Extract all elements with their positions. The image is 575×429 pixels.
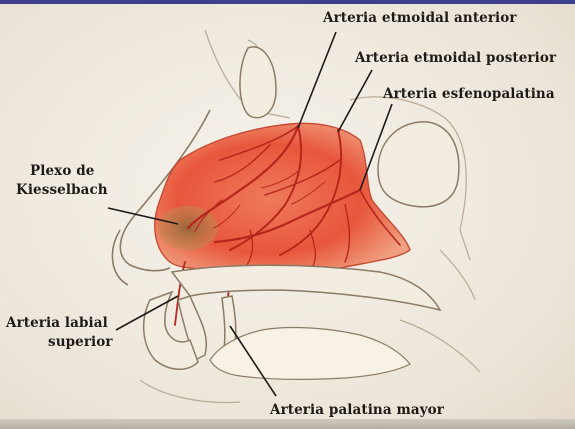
frontal-sinus: [239, 46, 277, 119]
label-etmoidal-posterior: Arteria etmoidal posterior: [355, 50, 557, 66]
leader-lines: [107, 31, 393, 397]
top-frame-bar: [0, 0, 575, 4]
leader-palatina: [229, 325, 277, 397]
label-esfenopalatina: Arteria esfenopalatina: [383, 86, 555, 102]
leader-plexo: [107, 207, 179, 225]
upper-lip: [142, 290, 199, 370]
hard-palate: [170, 264, 442, 362]
label-labial-line1: Arteria labial: [6, 315, 108, 331]
bottom-frame-bar: [0, 419, 575, 429]
leader-etmoidal-anterior: [297, 31, 337, 129]
label-etmoidal-anterior: Arteria etmoidal anterior: [323, 10, 517, 26]
label-labial-superior: Arteria labial superior: [6, 314, 113, 352]
label-palatina-mayor: Arteria palatina mayor: [270, 402, 444, 418]
label-plexo-line1: Plexo de: [30, 163, 95, 179]
vessel-network: [174, 124, 401, 331]
teeth-row: [209, 326, 411, 380]
sphenoid-sinus: [377, 121, 460, 208]
label-labial-line2: superior: [48, 334, 113, 350]
leader-esfenopalatina: [359, 103, 393, 191]
label-plexo-kiesselbach: Plexo de Kiesselbach: [16, 162, 108, 200]
nose-outline: [111, 109, 211, 286]
leader-labial: [115, 295, 179, 331]
lower-face-outline: [139, 319, 481, 404]
septal-mucosa: [154, 122, 411, 276]
leader-etmoidal-posterior: [337, 69, 373, 133]
label-plexo-line2: Kiesselbach: [16, 182, 108, 198]
